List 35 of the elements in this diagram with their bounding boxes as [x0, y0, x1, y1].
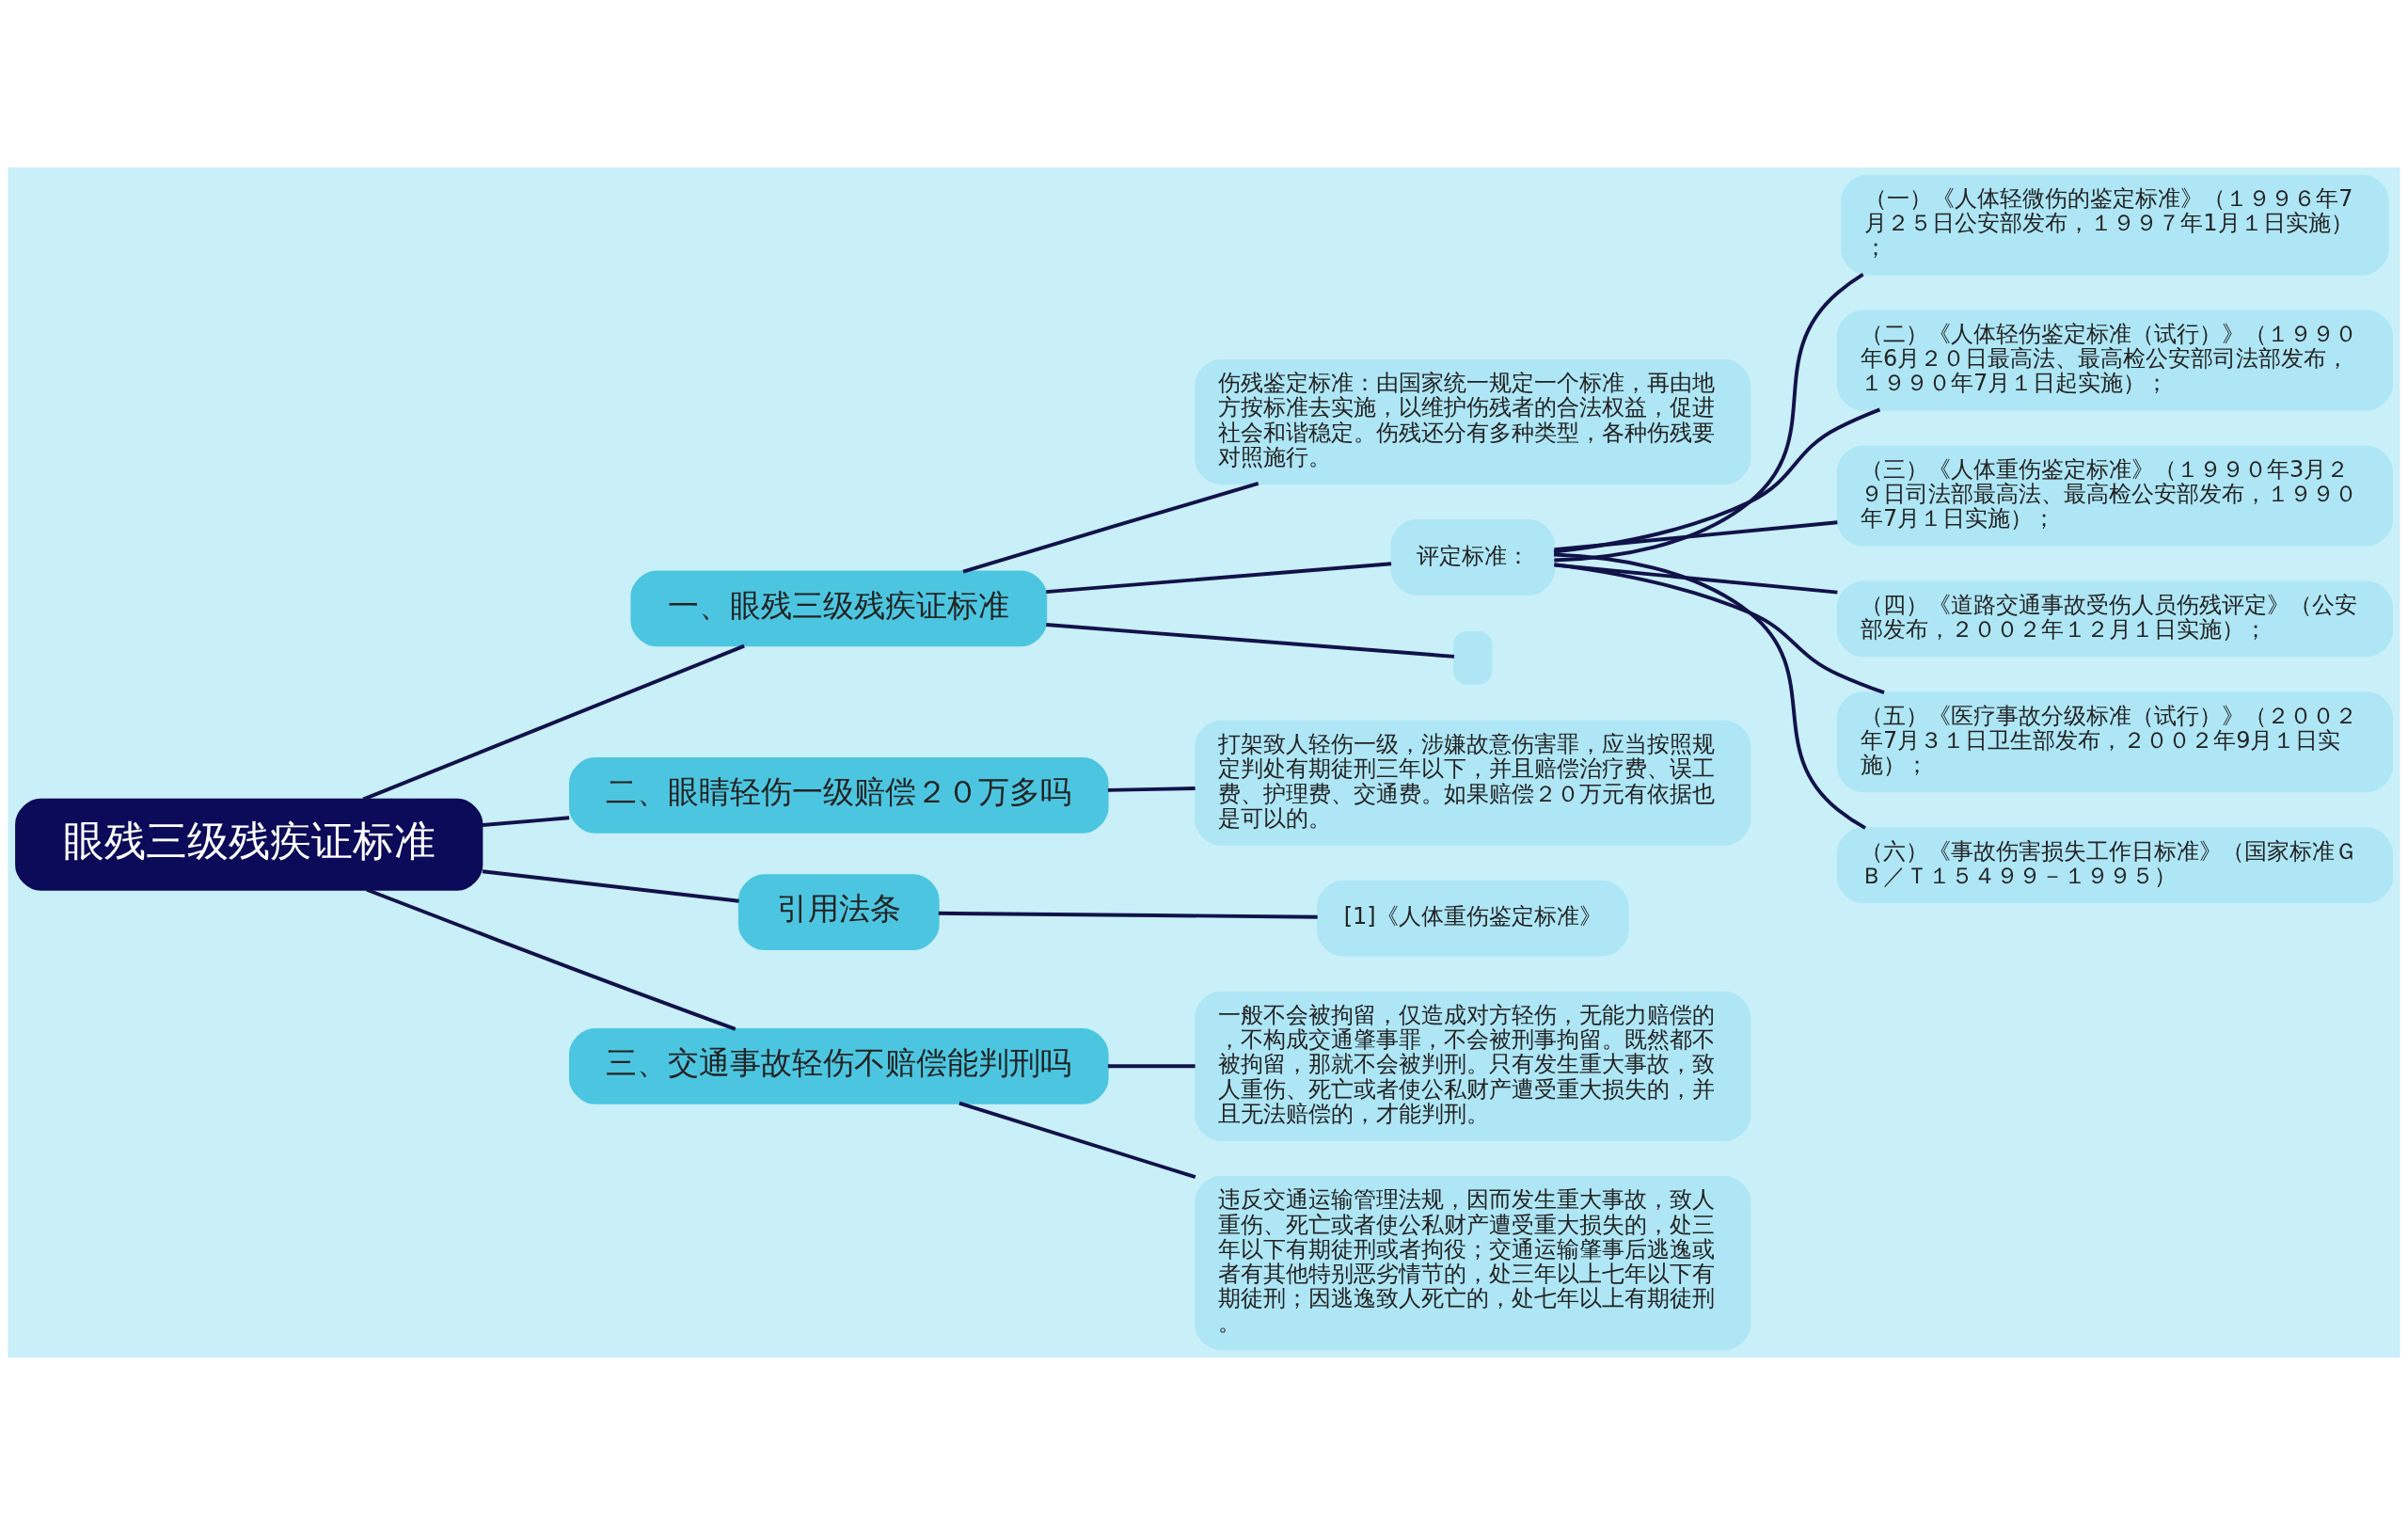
connector: [1554, 520, 1838, 552]
node-box: （四）《道路交通事故受伤人员伤残评定》（公安部发布，２００２年１２月１日实施）；: [1836, 580, 2393, 658]
connector: [1553, 407, 1881, 554]
node-box: 一、眼残三级残疾证标准: [630, 570, 1048, 647]
connector: [482, 816, 570, 827]
connector: [1107, 1064, 1196, 1069]
node-box: （五）《医疗事故分级标准（试行）》（２００２年7月３１日卫生部发布，２００２年9月１日实施）；: [1836, 691, 2393, 793]
node-box: 打架致人轻伤一级，涉嫌故意伤害罪，应当按照规定判处有期徒刑三年以下，并且赔偿治疗费、误工费、护理费、交通费。如果赔偿２０万元有依据也是可以的。: [1195, 720, 1751, 846]
connector: [1046, 623, 1455, 659]
node-box: 引用法条: [737, 874, 940, 951]
node-box: （六）《事故伤害损失工作日标准》（国家标准ＧＢ／Ｔ１５４９９－１９９５）: [1836, 827, 2393, 903]
connector: [962, 482, 1259, 574]
node-box: 三、交通事故轻伤不赔偿能判刑吗: [568, 1027, 1109, 1104]
connector: [1046, 562, 1392, 595]
node-box: （二）《人体轻伤鉴定标准（试行）》（１９９０年6月２０日最高法、最高检公安部司法部发布，１９９０年7月１日起实施）；: [1836, 310, 2393, 411]
node-box: 眼残三级残疾证标准: [15, 798, 483, 891]
node-box: 二、眼睛轻伤一级赔偿２０万多吗: [568, 757, 1109, 834]
node-box: （一）《人体轻微伤的鉴定标准》（１９９６年7月２５日公安部发布，１９９７年1月１日实施）；: [1841, 174, 2389, 276]
node-box: 一般不会被拘留，仅造成对方轻伤，无能力赔偿的，不构成交通肇事罪，不会被刑事拘留。既然都不被拘留，那就不会被判刑。只有发生重大事故，致人重伤、死亡或者使公私财产遭受重大损失的，并且无法赔偿的，才能判刑。: [1195, 991, 1751, 1141]
connector: [1554, 563, 1838, 595]
node-box: 违反交通运输管理法规，因而发生重大事故，致人重伤、死亡或者使公私财产遭受重大损失的，处三年以下有期徒刑或者拘役；交通运输肇事后逃逸或者有其他特别恶劣情节的，处三年以上七年以下有期徒刑；因逃逸致人死亡的，处七年以上有期徒刑。: [1195, 1176, 1751, 1351]
connector: [1554, 273, 1864, 563]
connector: [1107, 786, 1196, 792]
connector: [1553, 552, 1866, 830]
node-box: 伤残鉴定标准：由国家统一规定一个标准，再由地方按标准去实施，以维护伤残者的合法权益，促进社会和谐稳定。伤残还分有多种类型，各种伤残要对照施行。: [1195, 358, 1751, 485]
node-box: （三）《人体重伤鉴定标准》（１９９０年3月２９日司法部最高法、最高检公安部发布，１９９０年7月１日实施）；: [1836, 445, 2393, 547]
node-box: 评定标准：: [1390, 519, 1555, 596]
node-box: [1453, 630, 1493, 685]
connector: [482, 869, 739, 903]
connector: [938, 911, 1318, 919]
node-box: [1]《人体重伤鉴定标准》: [1316, 880, 1629, 957]
connector: [366, 887, 737, 1031]
connector: [958, 1101, 1196, 1179]
connector: [1554, 563, 1885, 695]
connector: [362, 643, 745, 802]
